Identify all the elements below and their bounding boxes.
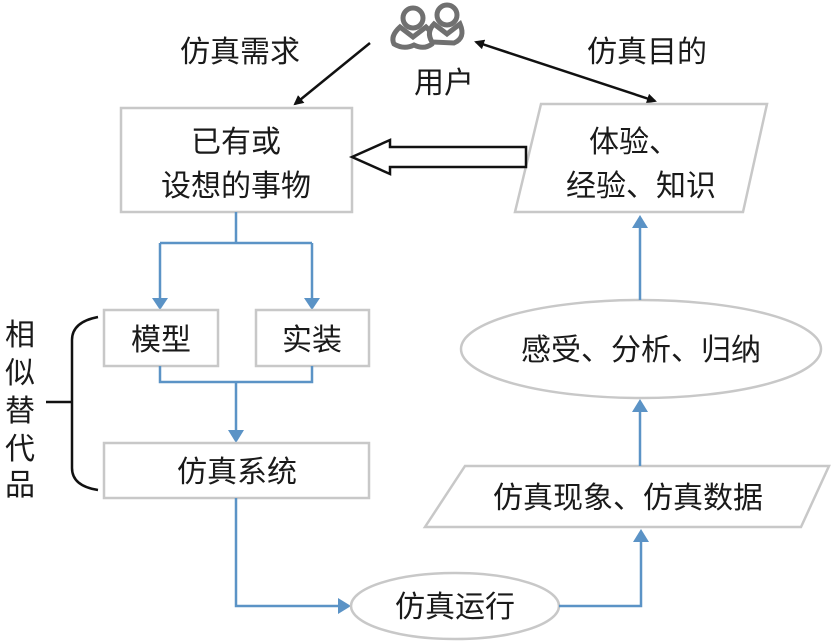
- arrowhead-to-model: [152, 298, 168, 310]
- existing-or-envisioned-thing-node: 已有或 设想的事物: [119, 106, 354, 214]
- similar-substitute-label: 相 似 替 代 品: [5, 318, 35, 503]
- simulation-requirement-label: 仿真需求: [180, 35, 300, 70]
- svg-text:品: 品: [5, 468, 35, 503]
- system-to-run-connector: [234, 498, 340, 608]
- brace: [46, 315, 99, 492]
- analysis-label: 感受、分析、归纳: [521, 333, 761, 368]
- sim-system-label: 仿真系统: [177, 455, 297, 490]
- svg-text:代: 代: [5, 432, 35, 467]
- experience-line1: 体验、: [589, 125, 679, 160]
- merge-connector: [158, 366, 314, 432]
- users-icon: [390, 2, 465, 50]
- thing-line2: 设想的事物: [161, 169, 311, 204]
- simulation-system-node: 仿真系统: [102, 441, 371, 500]
- sim-run-label: 仿真运行: [395, 590, 515, 625]
- equipment-node: 实装: [254, 308, 371, 368]
- svg-text:替: 替: [5, 394, 35, 429]
- analysis-node: 感受、分析、归纳: [459, 298, 823, 400]
- model-label: 模型: [131, 323, 191, 358]
- arrowhead-to-experience: [632, 215, 648, 228]
- purpose-arrow: [474, 39, 657, 104]
- arrowhead-to-run: [338, 598, 351, 614]
- user-label: 用户: [414, 66, 474, 101]
- sim-data-label: 仿真现象、仿真数据: [493, 481, 763, 516]
- feedback-hollow-arrow: [348, 138, 528, 176]
- thing-line1: 已有或: [191, 125, 281, 160]
- simulation-purpose-label: 仿真目的: [587, 35, 707, 70]
- arrowhead-to-data: [633, 529, 649, 542]
- arrowhead-to-analysis: [632, 399, 648, 412]
- svg-text:相: 相: [5, 318, 35, 353]
- requirement-arrow: [293, 42, 371, 106]
- arrowhead-to-sim-system: [228, 430, 244, 443]
- model-node: 模型: [102, 308, 220, 368]
- run-to-data-connector: [559, 540, 643, 608]
- split-connector: [158, 212, 314, 300]
- svg-text:似: 似: [5, 356, 35, 391]
- experience-line2: 经验、知识: [566, 169, 716, 204]
- arrowhead-to-equipment: [304, 298, 320, 310]
- experience-knowledge-node: 体验、 经验、知识: [513, 102, 769, 214]
- simulation-data-node: 仿真现象、仿真数据: [422, 464, 831, 529]
- equipment-label: 实装: [282, 323, 342, 358]
- simulation-run-node: 仿真运行: [349, 571, 561, 641]
